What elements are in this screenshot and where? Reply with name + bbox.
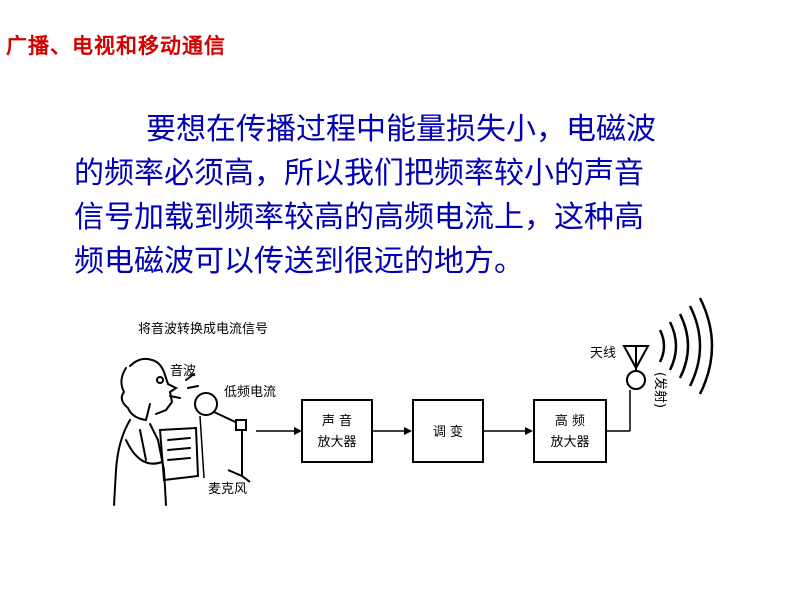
- antenna-icon: [622, 345, 650, 390]
- arrow-icon: [404, 427, 412, 435]
- diagram-caption: 将音波转换成电流信号: [138, 321, 268, 337]
- sound-amplifier-line1: 声 音: [322, 413, 352, 429]
- sound-amplifier-line2: 放大器: [317, 435, 356, 450]
- high-frequency-amplifier-box: [533, 399, 607, 463]
- paragraph-line-4: 频电磁波可以传送到很远的地方。: [74, 244, 524, 279]
- high-frequency-amplifier-line1: 高 频: [555, 413, 585, 429]
- body-paragraph: 要想在传播过程中能量损失小，电磁波 的频率必须高，所以我们把频率较小的声音 信号…: [74, 108, 754, 284]
- radio-wave-icon: [658, 297, 714, 395]
- high-frequency-amplifier-line2: 放大器: [550, 435, 589, 450]
- speaker-person-illustration: [113, 357, 200, 506]
- slide-title: 广播、电视和移动通信: [6, 34, 226, 58]
- arrow-icon: [525, 427, 533, 435]
- microphone-label: 麦克风: [208, 482, 247, 497]
- arrow-icon: [294, 427, 302, 435]
- microphone-icon: [194, 392, 251, 483]
- modulation-box: [412, 399, 484, 463]
- modulation-label: 调 变: [433, 424, 463, 440]
- paragraph-line-2: 的频率必须高，所以我们把频率较小的声音: [74, 156, 644, 191]
- sound-wave-label: 音波: [170, 363, 196, 379]
- paragraph-line-3: 信号加载到频率较高的高频电流上，这种高: [74, 200, 644, 235]
- transmit-label: (发射): [652, 372, 668, 408]
- sound-amplifier-box: [301, 399, 373, 463]
- antenna-label: 天线: [590, 346, 616, 361]
- paragraph-line-1: 要想在传播过程中能量损失小，电磁波: [146, 112, 656, 147]
- low-frequency-current-label: 低频电流: [224, 385, 276, 400]
